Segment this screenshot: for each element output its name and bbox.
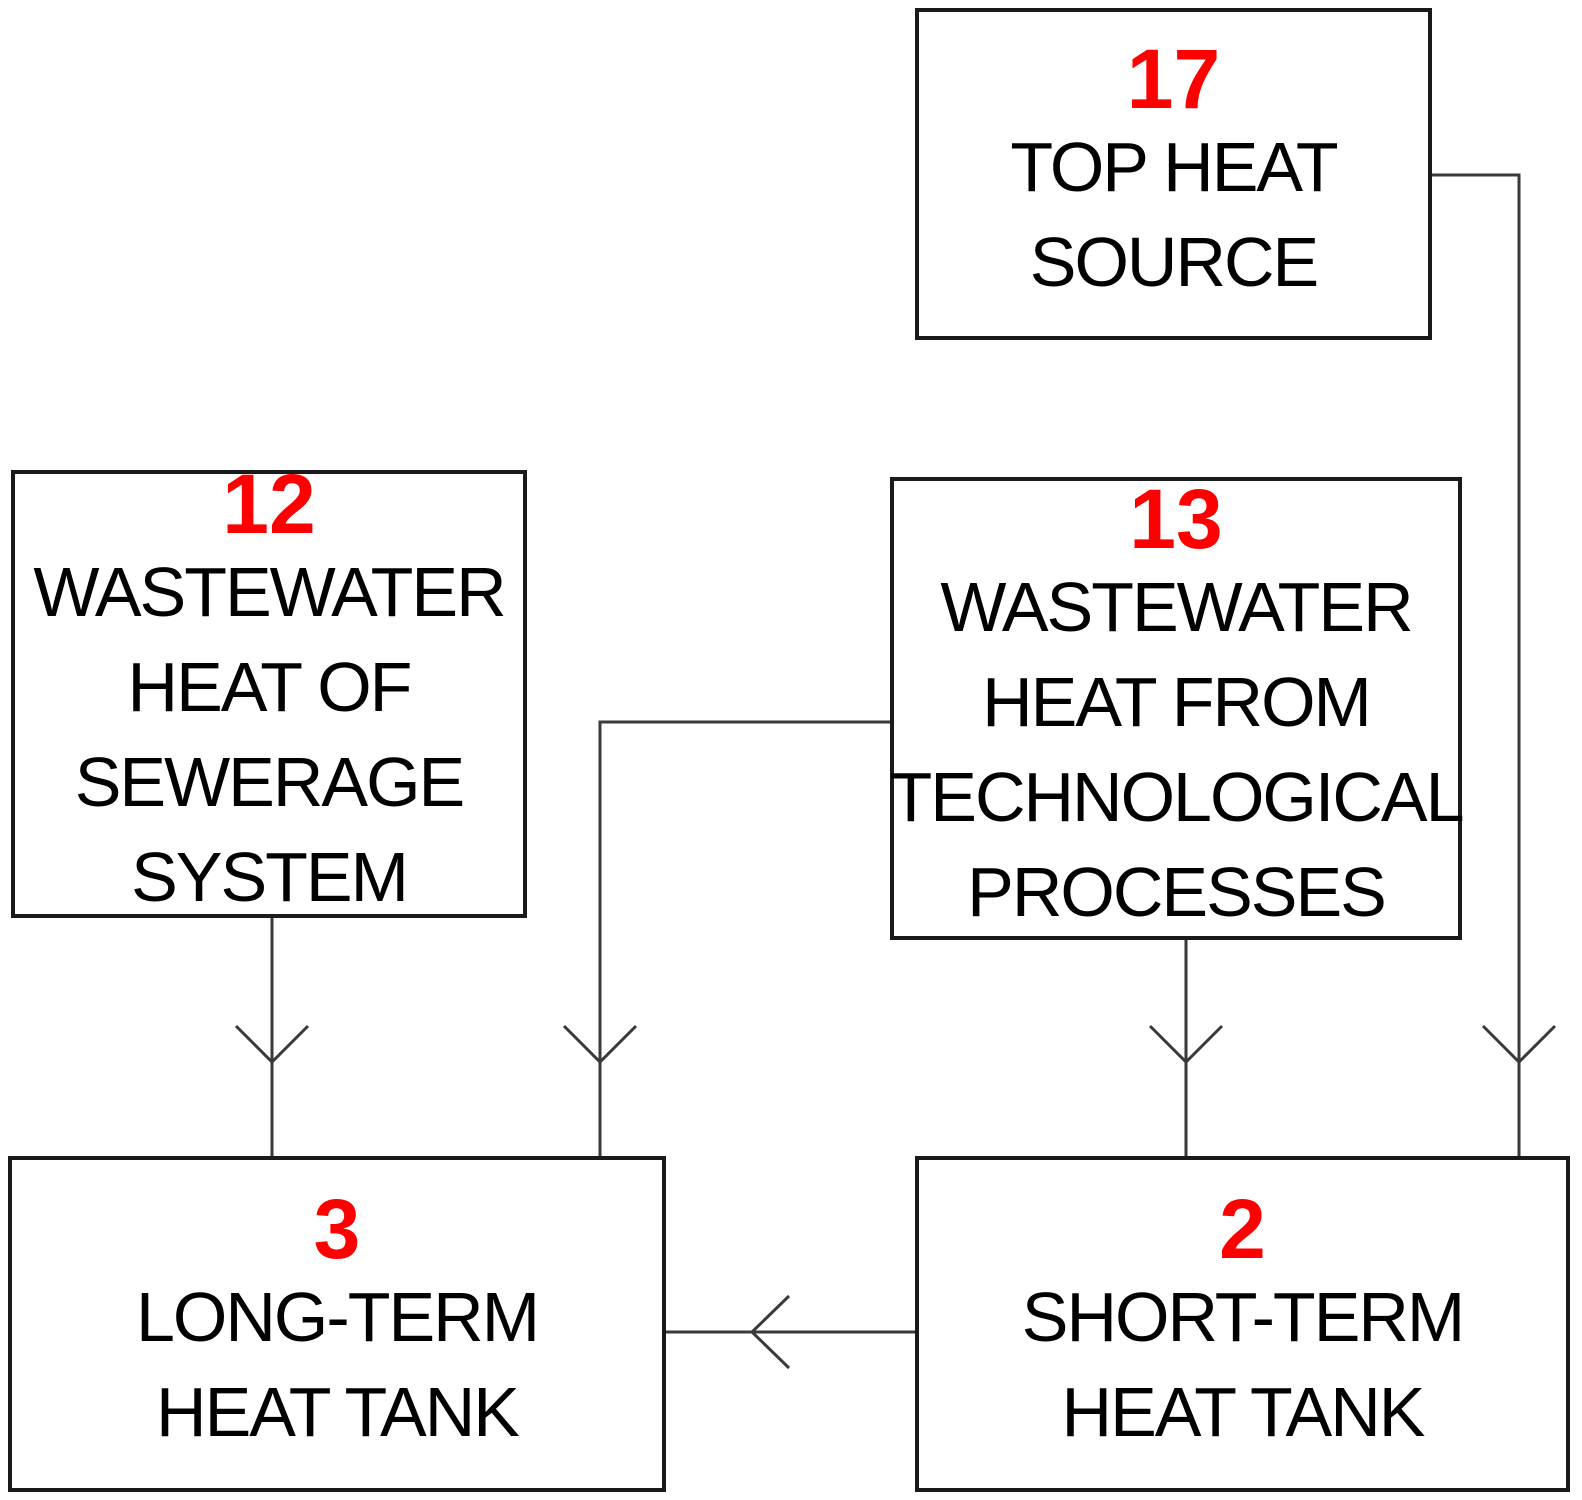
- node-number: 12: [222, 457, 316, 551]
- arrowhead-down-icon: [234, 1024, 310, 1065]
- node-number: 17: [1126, 32, 1221, 126]
- node-number: 3: [313, 1182, 361, 1276]
- connector-13-to-3: [598, 720, 890, 1156]
- node-label-line: HEAT OF: [127, 648, 413, 726]
- arrowhead-down-icon: [1481, 1024, 1557, 1065]
- node-short-term-heat-tank: 2 SHORT-TERM HEAT TANK: [915, 1156, 1570, 1492]
- node-label-line: SYSTEM: [131, 838, 409, 916]
- connector-17-to-2: [1432, 173, 1521, 1156]
- node-label-line: WASTEWATER: [33, 553, 506, 631]
- node-label-line: TOP HEAT: [1010, 128, 1338, 206]
- node-number: 2: [1219, 1182, 1266, 1276]
- node-label-line: HEAT TANK: [1061, 1373, 1426, 1451]
- node-long-term-heat-tank: 3 LONG-TERM HEAT TANK: [8, 1156, 666, 1492]
- arrowhead-down-icon: [1148, 1024, 1224, 1065]
- node-label-line: SHORT-TERM: [1021, 1278, 1465, 1356]
- node-wastewater-heat-of-sewerage-system: 12 WASTEWATER HEAT OF SEWERAGE SYSTEM: [11, 462, 527, 918]
- node-label-line: PROCESSES: [967, 852, 1387, 931]
- node-label-line: LONG-TERM: [136, 1278, 540, 1356]
- node-label-line: HEAT FROM: [982, 662, 1372, 741]
- arrowhead-left-icon: [749, 1294, 791, 1370]
- node-label-line: TECHNOLOGICAL: [889, 757, 1465, 836]
- node-label-line: WASTEWATER: [940, 567, 1413, 646]
- node-label-line: SOURCE: [1029, 223, 1319, 301]
- node-label-line: SEWERAGE: [74, 743, 466, 821]
- arrowhead-down-icon: [562, 1024, 638, 1065]
- node-wastewater-heat-from-technological-processes: 13 WASTEWATER HEAT FROM TECHNOLOGICAL PR…: [889, 471, 1465, 940]
- node-label-line: HEAT TANK: [156, 1373, 520, 1451]
- node-number: 13: [1129, 471, 1223, 566]
- node-top-heat-source: 17 TOP HEAT SOURCE: [915, 8, 1432, 340]
